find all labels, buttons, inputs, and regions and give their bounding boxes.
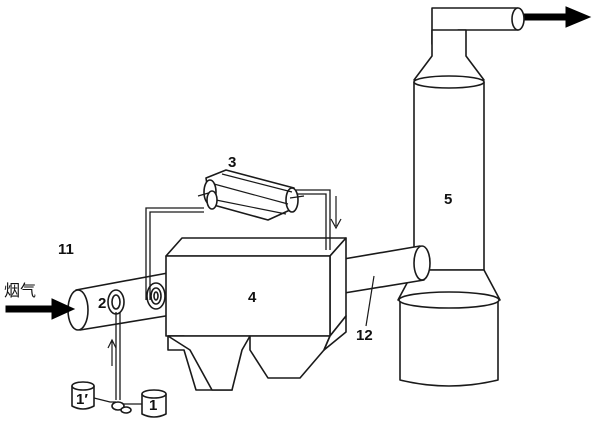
tank-1-prime: [71, 381, 95, 410]
inlet-arrow: [5, 298, 76, 320]
flue-gas-label: 烟气: [4, 281, 36, 300]
outlet-arrow: [523, 6, 592, 28]
label-1-prime: 1′: [76, 391, 88, 408]
label-11: 11: [58, 241, 74, 258]
tank-1: [141, 389, 167, 418]
down-arrow: [330, 196, 342, 230]
label-1: 1: [149, 397, 157, 414]
nozzle-rings-2: [107, 282, 166, 315]
heater-3: [197, 169, 305, 221]
piping: [115, 189, 331, 400]
label-3: 3: [228, 154, 236, 171]
stack-5: [397, 7, 525, 387]
pump: [93, 397, 142, 414]
leader-12: [365, 275, 375, 327]
label-12: 12: [356, 327, 373, 344]
up-arrow: [107, 338, 117, 366]
reactor-box-4: [165, 237, 347, 391]
label-2: 2: [98, 295, 106, 312]
label-4: 4: [248, 289, 257, 306]
tanks: [71, 381, 167, 418]
outlet-duct-12: [325, 245, 431, 297]
label-5: 5: [444, 191, 452, 208]
